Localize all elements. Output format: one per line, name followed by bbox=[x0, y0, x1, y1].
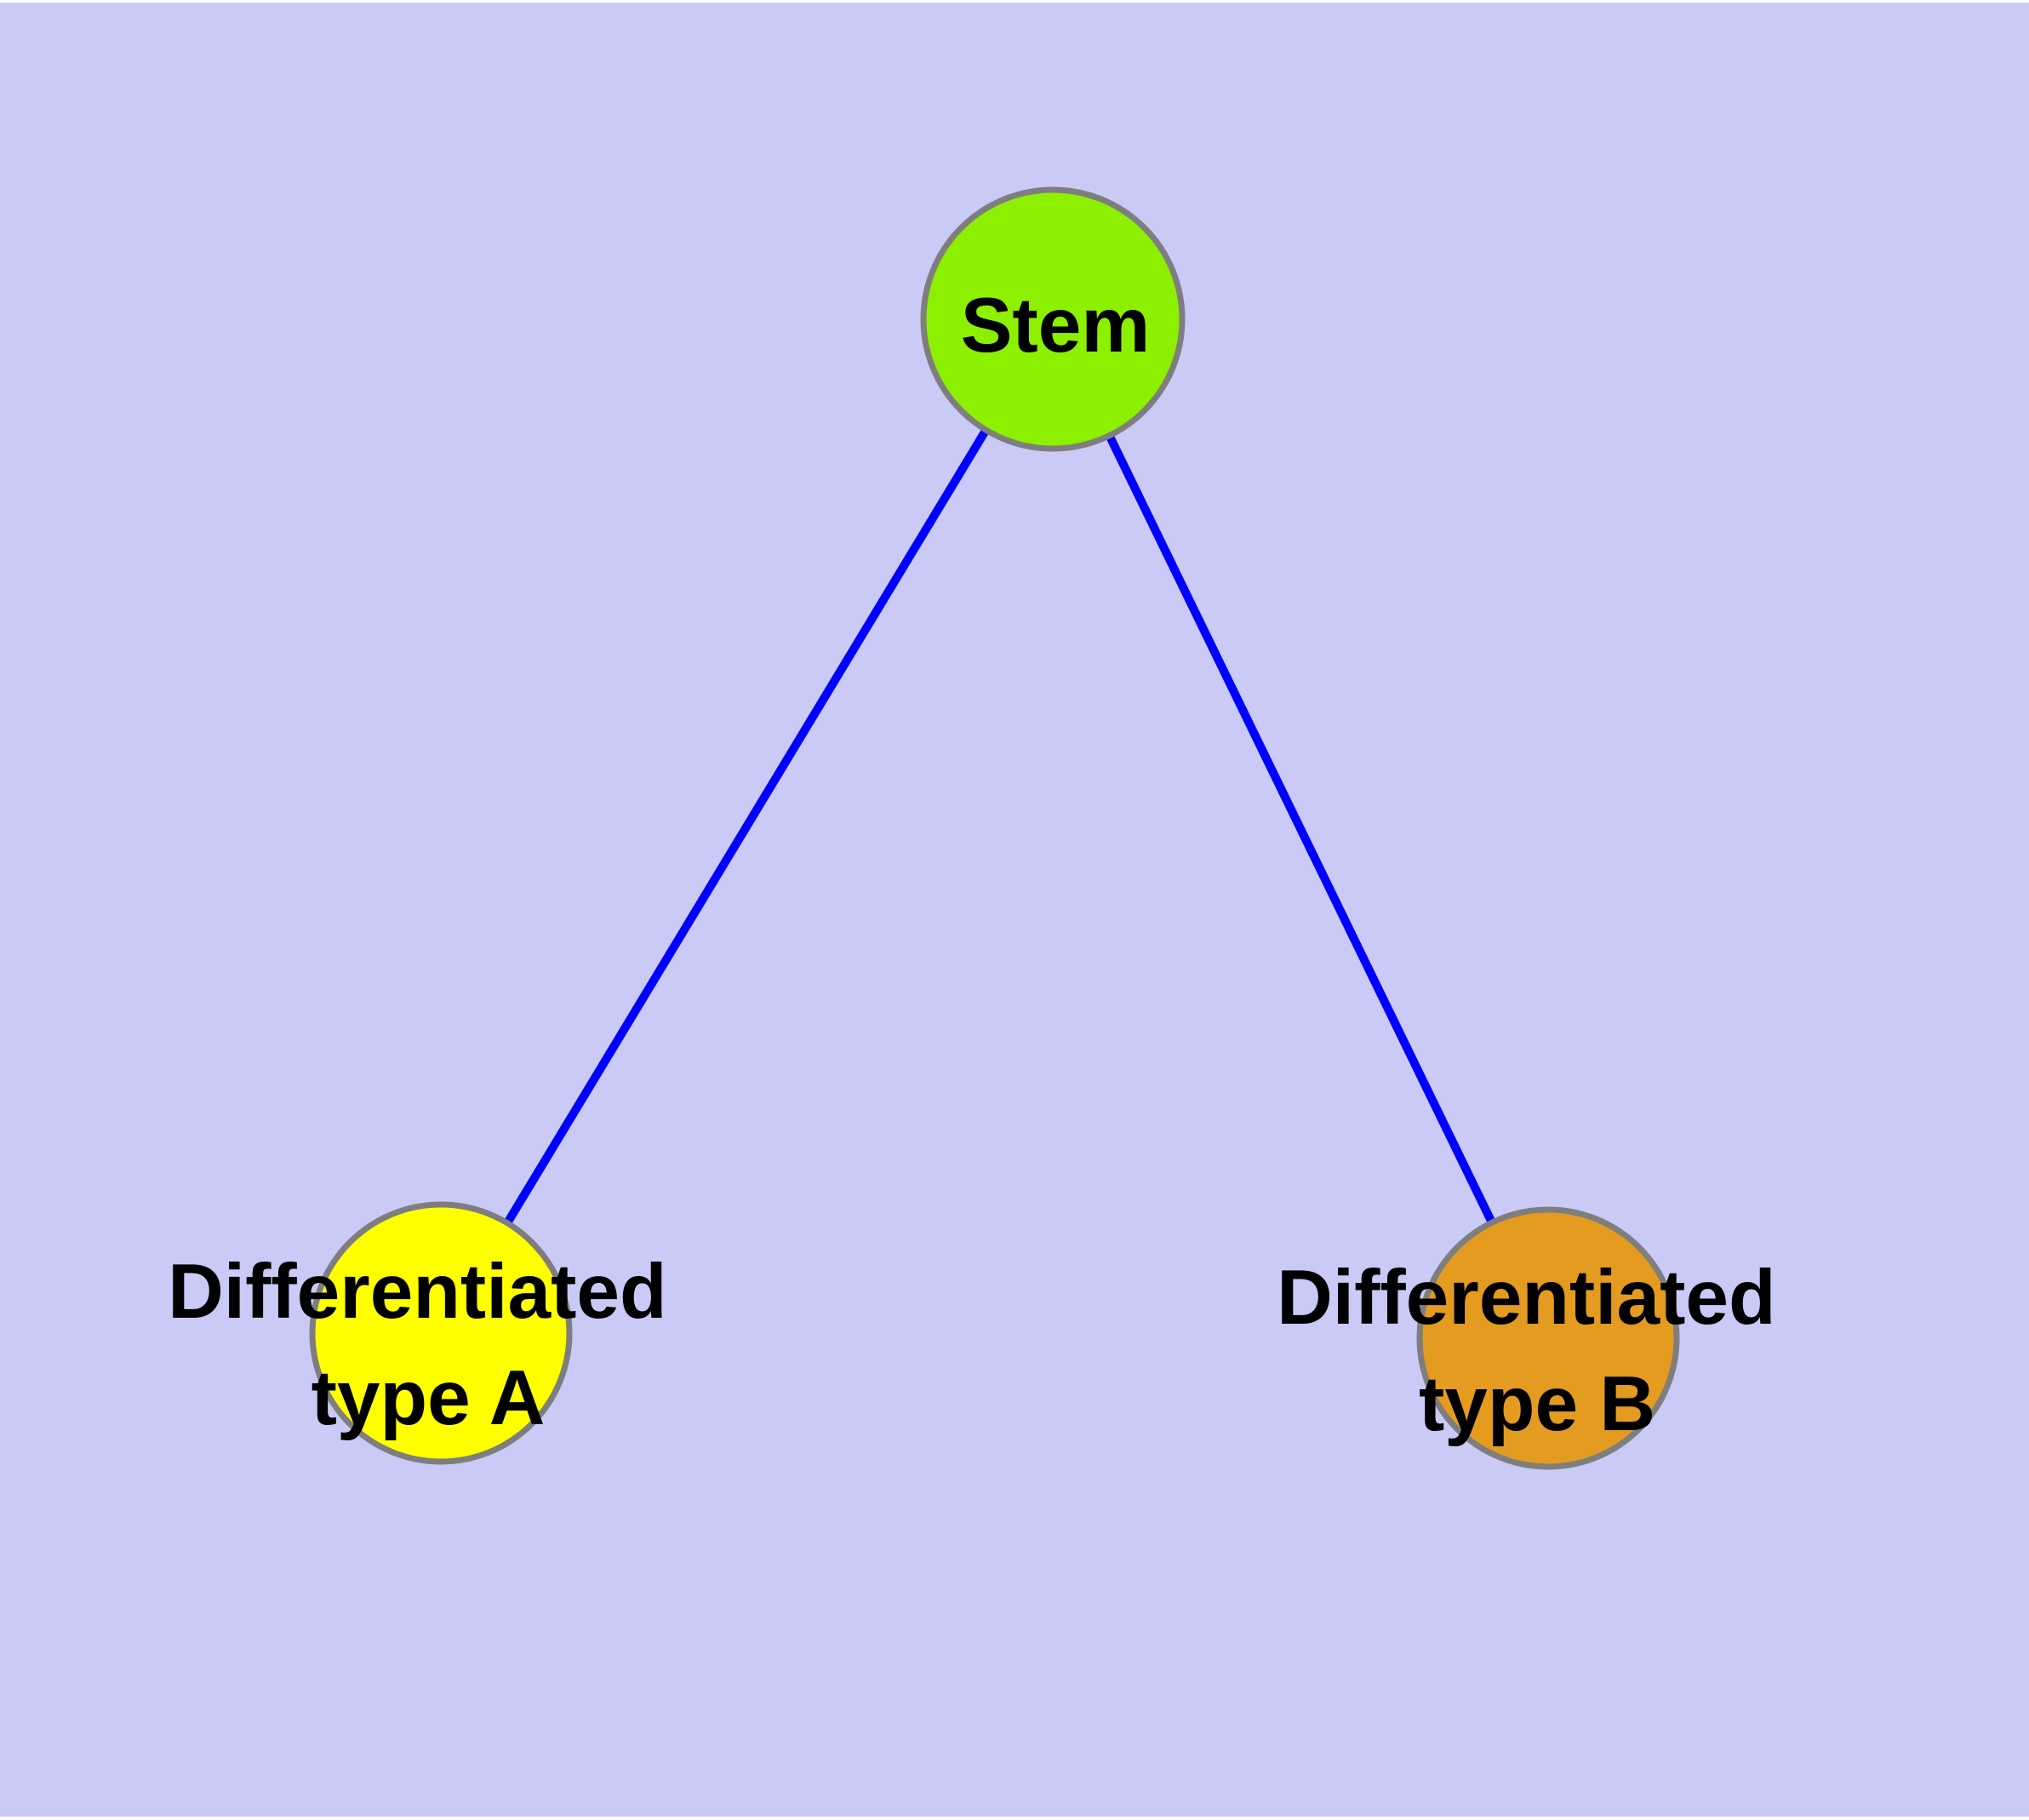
node-label-line: Differentiated bbox=[1277, 1255, 1776, 1341]
node-label-line: type A bbox=[311, 1355, 546, 1441]
node-stem bbox=[920, 186, 1186, 452]
edge-stem-to-type-a bbox=[437, 317, 1057, 1336]
node-label-differentiated-type-b: Differentiated type B bbox=[1277, 1255, 1798, 1447]
node-label-differentiated-type-a: Differentiated type A bbox=[168, 1249, 689, 1441]
node-differentiated-type-b bbox=[1416, 1206, 1680, 1470]
node-label-line: type B bbox=[1419, 1361, 1655, 1447]
node-label-line: Differentiated bbox=[168, 1249, 667, 1335]
node-differentiated-type-a bbox=[309, 1201, 573, 1465]
node-label-stem: Stem bbox=[961, 283, 1151, 369]
edge-stem-to-type-b bbox=[1049, 317, 1552, 1341]
